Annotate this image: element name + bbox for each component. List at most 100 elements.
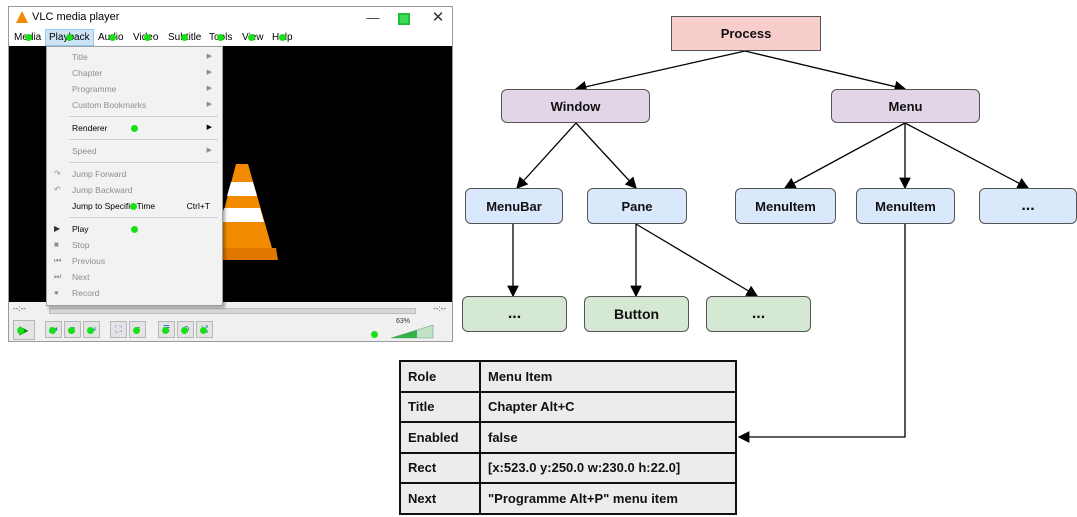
menu-separator — [69, 139, 218, 140]
property-value: "Programme Alt+P" menu item — [479, 482, 737, 515]
playback-menu: Title ▶ Chapter ▶ Programme ▶ Custom Boo… — [46, 46, 223, 306]
close-button[interactable]: ✕ — [431, 9, 445, 26]
maximize-icon — [398, 12, 410, 25]
submenu-arrow-icon: ▶ — [206, 101, 212, 108]
property-key: Next — [399, 482, 481, 515]
minimize-button[interactable]: — — [366, 10, 380, 25]
window-title: VLC media player — [32, 11, 120, 23]
menuitem-label: Renderer — [72, 123, 108, 133]
jump-backward-icon: ↶ — [54, 185, 61, 194]
table-row: Rect [x:523.0 y:250.0 w:230.0 h:22.0] — [399, 451, 737, 484]
submenu-arrow-icon: ▶ — [206, 53, 212, 60]
property-value: Menu Item — [479, 360, 737, 393]
seek-area: --:-- --:-- — [9, 302, 452, 318]
vlc-window: VLC media player — ✕ Media Playback Audi… — [8, 6, 453, 342]
node-ellipsis: ... — [462, 296, 567, 332]
control-bar: ▶ ⏮ ■ ⏭ ⛶ ≡ ≣ ⟲ ⤮ 63% — [9, 318, 452, 341]
menuitem-speed[interactable]: Speed ▶ — [47, 143, 222, 159]
node-process: Process — [671, 16, 821, 51]
title-bar: VLC media player — ✕ — [9, 7, 452, 29]
menuitem-label: Speed — [72, 146, 97, 156]
menuitem-previous[interactable]: ⏮ Previous — [47, 253, 222, 269]
marker-dot — [68, 327, 75, 334]
menu-separator — [69, 217, 218, 218]
menuitem-label: Record — [72, 288, 100, 298]
submenu-arrow-icon: ▶ — [206, 69, 212, 76]
fullscreen-button[interactable]: ⛶ — [110, 321, 127, 338]
menuitem-jump-to-time[interactable]: Jump to Specific Time Ctrl+T — [47, 198, 222, 214]
menuitem-chapter[interactable]: Chapter ▶ — [47, 65, 222, 81]
node-window: Window — [501, 89, 650, 123]
menuitem-play[interactable]: ▶ Play — [47, 221, 222, 237]
menuitem-label: Next — [72, 272, 90, 282]
marker-dot — [181, 34, 188, 41]
submenu-arrow-icon: ▶ — [206, 124, 212, 131]
menuitem-stop[interactable]: ■ Stop — [47, 237, 222, 253]
menuitem-label: Chapter — [72, 68, 103, 78]
menuitem-title[interactable]: Title ▶ — [47, 49, 222, 65]
menuitem-record[interactable]: ● Record — [47, 285, 222, 301]
property-key: Role — [399, 360, 481, 393]
menuitem-shortcut: Ctrl+T — [186, 201, 210, 211]
menuitem-label: Jump Backward — [72, 185, 133, 195]
marker-dot — [217, 34, 224, 41]
menuitem-label: Programme — [72, 84, 117, 94]
marker-dot — [133, 327, 140, 334]
node-menubar: MenuBar — [465, 188, 563, 224]
menuitem-label: Custom Bookmarks — [72, 100, 147, 110]
marker-dot — [181, 327, 188, 334]
menuitem-renderer[interactable]: Renderer ▶ — [47, 120, 222, 136]
marker-dot — [162, 327, 169, 334]
marker-dot — [17, 327, 24, 334]
vlc-cone-logo — [214, 164, 278, 260]
volume-slider[interactable] — [389, 322, 439, 339]
volume-percent: 63% — [396, 318, 411, 325]
marker-dot — [25, 34, 32, 41]
menuitem-custom-bookmarks[interactable]: Custom Bookmarks ▶ — [47, 97, 222, 113]
marker-dot — [371, 331, 378, 338]
marker-dot — [200, 327, 207, 334]
menuitem-next[interactable]: ⏭ Next — [47, 269, 222, 285]
properties-table: Role Menu Item Title Chapter Alt+C Enabl… — [399, 360, 737, 515]
property-value: [x:523.0 y:250.0 w:230.0 h:22.0] — [479, 451, 737, 484]
marker-dot — [279, 34, 286, 41]
menuitem-label: Jump Forward — [72, 169, 127, 179]
property-key: Enabled — [399, 421, 481, 454]
property-key: Title — [399, 390, 481, 423]
submenu-arrow-icon: ▶ — [206, 85, 212, 92]
menuitem-jump-backward[interactable]: ↶ Jump Backward — [47, 182, 222, 198]
marker-dot — [131, 125, 138, 132]
jump-forward-icon: ↷ — [54, 169, 61, 178]
marker-dot — [248, 34, 255, 41]
node-menu: Menu — [831, 89, 980, 123]
menuitem-label: Play — [72, 224, 89, 234]
table-row: Role Menu Item — [399, 360, 737, 393]
node-menuitem: MenuItem — [735, 188, 836, 224]
total-time: --:-- — [433, 304, 446, 313]
table-row: Enabled false — [399, 421, 737, 454]
seek-slider[interactable] — [49, 308, 416, 314]
next-icon: ⏭ — [54, 272, 62, 281]
table-row: Next "Programme Alt+P" menu item — [399, 482, 737, 515]
record-icon: ● — [54, 288, 59, 297]
maximize-button[interactable] — [389, 8, 419, 28]
marker-dot — [144, 34, 151, 41]
menuitem-label: Jump to Specific Time — [72, 201, 156, 211]
marker-dot — [49, 327, 56, 334]
property-value: false — [479, 421, 737, 454]
menuitem-label: Stop — [72, 240, 90, 250]
elapsed-time: --:-- — [13, 304, 26, 313]
node-button: Button — [584, 296, 689, 332]
menuitem-programme[interactable]: Programme ▶ — [47, 81, 222, 97]
table-row: Title Chapter Alt+C — [399, 390, 737, 423]
marker-dot — [66, 34, 73, 41]
property-value: Chapter Alt+C — [479, 390, 737, 423]
node-ellipsis: ... — [706, 296, 811, 332]
menuitem-jump-forward[interactable]: ↷ Jump Forward — [47, 166, 222, 182]
vlc-cone-icon — [16, 11, 28, 23]
marker-dot — [130, 203, 137, 210]
menu-bar: Media Playback Audio Video Subtitle Tool… — [9, 29, 452, 46]
menu-separator — [69, 116, 218, 117]
submenu-arrow-icon: ▶ — [206, 147, 212, 154]
